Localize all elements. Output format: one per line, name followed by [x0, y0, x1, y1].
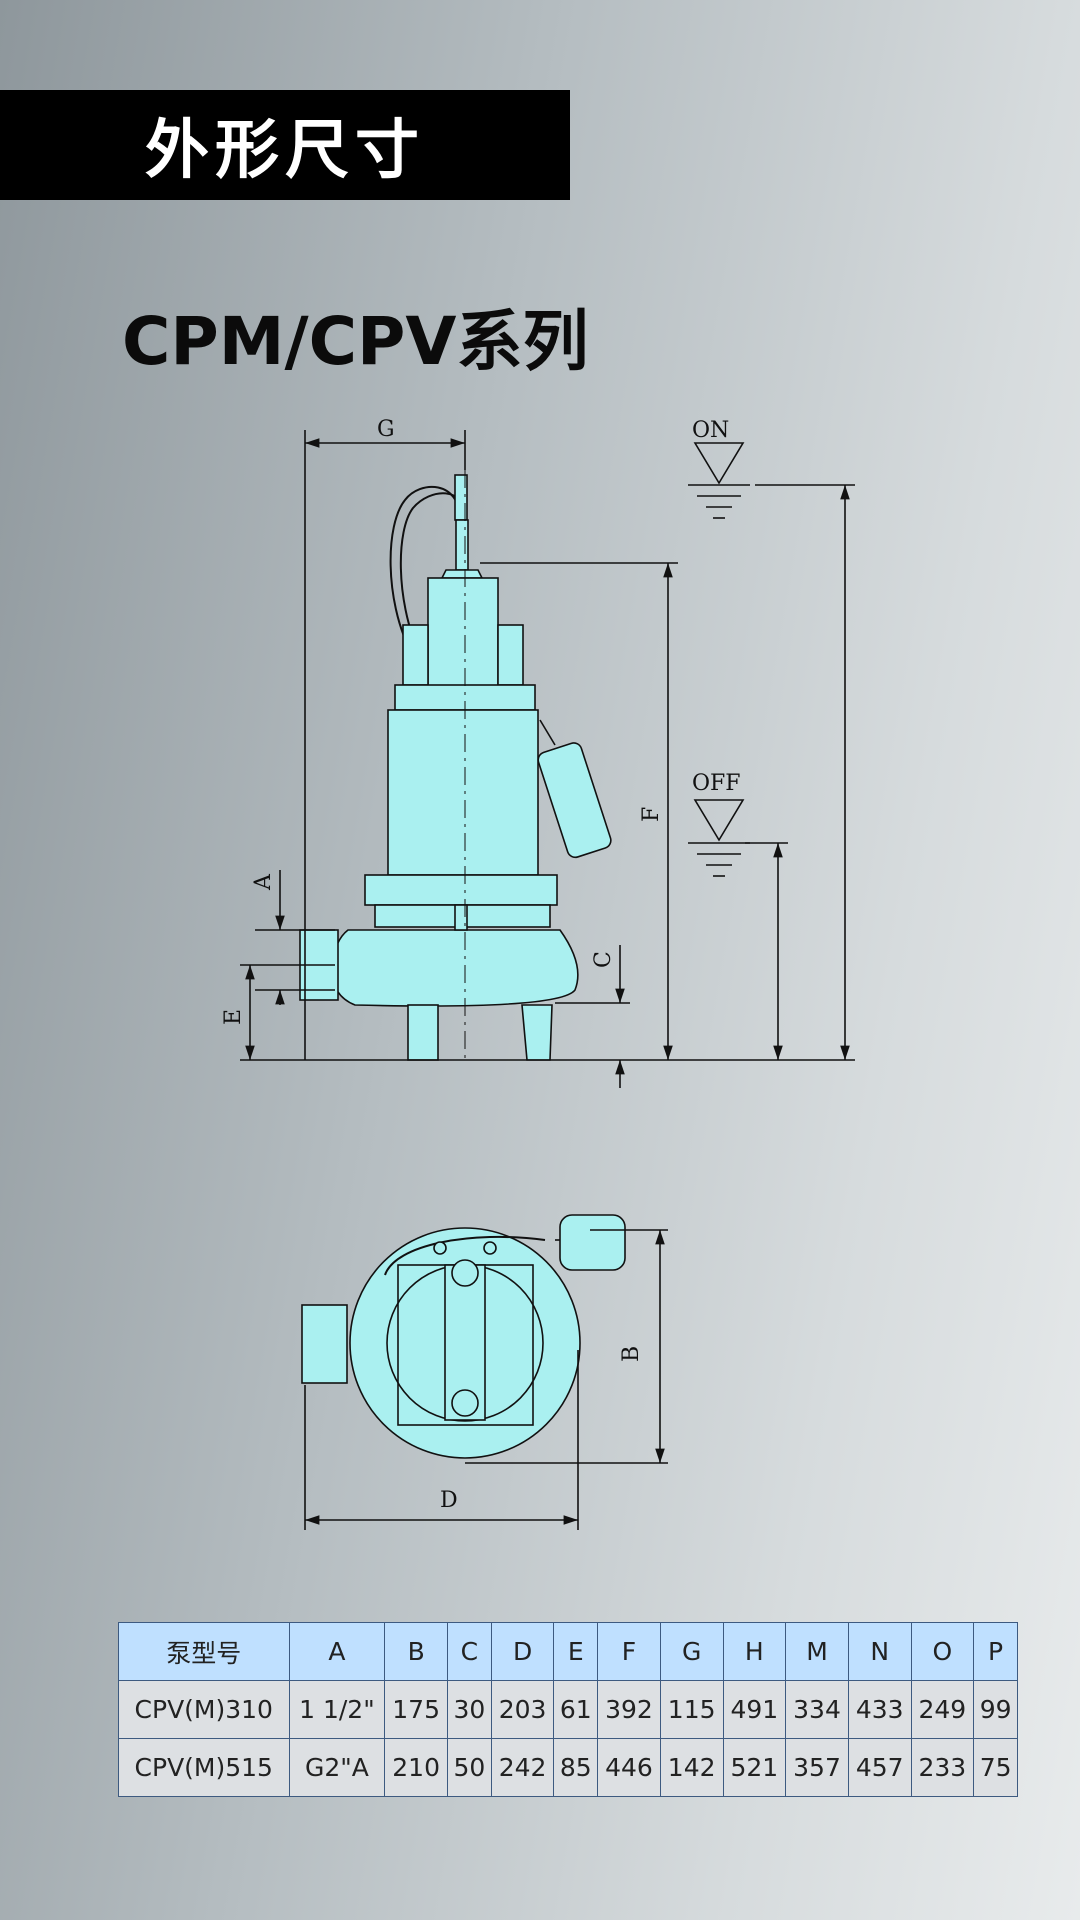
- label-c: C: [591, 951, 616, 968]
- table-cell: G2"A: [288, 1738, 386, 1797]
- spec-table: 泵型号 A B C D E F G H M N O P CPV(M)310 1 …: [118, 1622, 1018, 1797]
- label-a: A: [251, 873, 276, 891]
- col-b: B: [384, 1622, 448, 1681]
- table-cell: 61: [553, 1680, 599, 1739]
- col-m: M: [785, 1622, 849, 1681]
- table-cell: 50: [446, 1738, 492, 1797]
- section-title: 外形尺寸: [145, 114, 425, 188]
- table-cell: 203: [490, 1680, 555, 1739]
- label-b: B: [619, 1346, 644, 1362]
- table-cell: CPV(M)310: [118, 1680, 290, 1739]
- table-cell: 75: [973, 1738, 1018, 1797]
- label-f: F: [639, 807, 664, 822]
- table-cell: 392: [597, 1680, 661, 1739]
- label-d: D: [440, 1488, 458, 1513]
- table-cell: 521: [722, 1738, 787, 1797]
- col-d: D: [490, 1622, 555, 1681]
- table-cell: 30: [446, 1680, 492, 1739]
- table-row: CPV(M)515 G2"A 210 50 242 85 446 142 521…: [118, 1738, 1018, 1797]
- label-on: ON: [692, 418, 729, 443]
- table-cell: 115: [659, 1680, 724, 1739]
- dimension-drawing: G A E C F ON OFF B D: [221, 417, 855, 1530]
- table-cell: 433: [847, 1680, 912, 1739]
- label-g: G: [377, 417, 395, 442]
- col-e: E: [553, 1622, 599, 1681]
- spec-table-header: 泵型号 A B C D E F G H M N O P: [118, 1622, 1018, 1681]
- pump-side-view: [299, 474, 612, 1061]
- table-cell: 446: [597, 1738, 661, 1797]
- table-cell: 99: [973, 1680, 1018, 1739]
- label-e: E: [221, 1009, 246, 1025]
- pump-top-view: [301, 1214, 626, 1459]
- table-cell: 175: [384, 1680, 448, 1739]
- table-cell: CPV(M)515: [118, 1738, 290, 1797]
- table-cell: 233: [910, 1738, 975, 1797]
- table-cell: 210: [384, 1738, 448, 1797]
- table-cell: 457: [847, 1738, 912, 1797]
- col-n: N: [847, 1622, 912, 1681]
- table-cell: 334: [785, 1680, 849, 1739]
- table-cell: 357: [785, 1738, 849, 1797]
- col-model: 泵型号: [118, 1622, 290, 1681]
- col-g: G: [659, 1622, 724, 1681]
- col-a: A: [288, 1622, 386, 1681]
- series-title: CPM/CPV系列: [122, 303, 589, 380]
- table-cell: 242: [490, 1738, 555, 1797]
- section-title-bar: 外形尺寸: [0, 90, 570, 200]
- table-cell: 142: [659, 1738, 724, 1797]
- col-f: F: [597, 1622, 661, 1681]
- col-c: C: [446, 1622, 492, 1681]
- col-o: O: [910, 1622, 975, 1681]
- table-cell: 491: [722, 1680, 787, 1739]
- table-cell: 1 1/2": [288, 1680, 386, 1739]
- table-row: CPV(M)310 1 1/2" 175 30 203 61 392 115 4…: [118, 1680, 1018, 1739]
- col-h: H: [722, 1622, 787, 1681]
- col-p: P: [973, 1622, 1018, 1681]
- table-cell: 249: [910, 1680, 975, 1739]
- table-cell: 85: [553, 1738, 599, 1797]
- label-off: OFF: [692, 771, 741, 796]
